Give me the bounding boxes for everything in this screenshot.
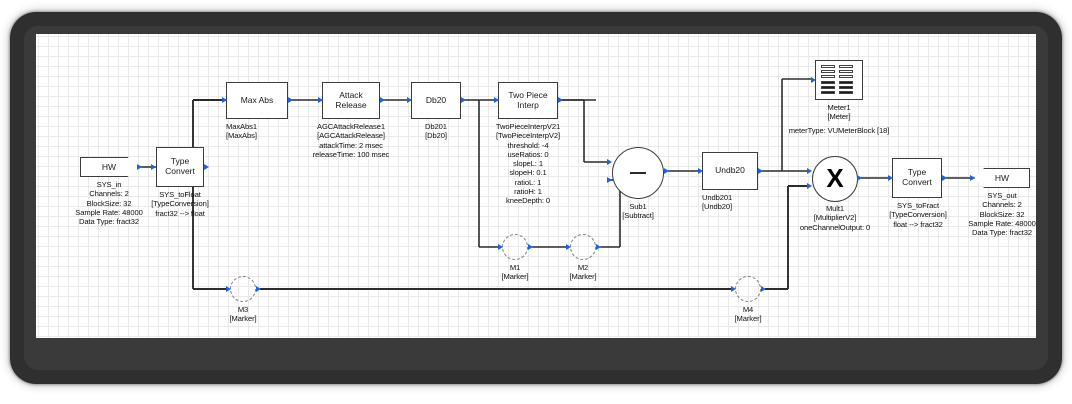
type-convert-out-label: Type Convert — [902, 167, 932, 187]
m1-shape[interactable] — [502, 234, 528, 260]
hw-out-shape[interactable]: HW — [974, 168, 1030, 188]
type-convert-in-caption: SYS_toFloat [TypeConversion] fract32 -->… — [151, 190, 209, 218]
max-abs-label: Max Abs — [240, 94, 274, 105]
two-piece-interp-output-port — [558, 96, 563, 103]
meter1-shape[interactable] — [815, 60, 863, 100]
two-piece-interp-label: Two Piece Interp — [508, 89, 548, 110]
two-piece-interp-shape[interactable]: Two Piece Interp — [498, 82, 558, 119]
hw-out-input-port — [970, 174, 975, 181]
m2-shape[interactable] — [570, 234, 596, 260]
sub1-input-port-a — [607, 158, 612, 165]
sub1-shape[interactable] — [612, 147, 664, 199]
max-abs-output-port — [288, 96, 293, 103]
hw-in-shape[interactable]: HW — [80, 157, 138, 177]
type-convert-out-shape[interactable]: Type Convert — [892, 158, 942, 198]
m1-output-port — [528, 243, 533, 250]
hw-in-caption: SYS_in Channels: 2 BlockSize: 32 Sample … — [75, 180, 143, 226]
type-convert-in-label: Type Convert — [165, 156, 195, 176]
db20-shape[interactable]: Db20 — [411, 82, 461, 119]
max-abs-shape[interactable]: Max Abs — [226, 82, 288, 119]
undb20-output-port — [758, 167, 763, 174]
db20-output-port — [461, 96, 466, 103]
m1-input-port — [498, 243, 503, 250]
undb20-shape[interactable]: Undb20 — [702, 152, 758, 190]
mult1-input-port-b — [807, 182, 812, 189]
sub1-input-port-b — [607, 176, 612, 183]
meter1-param-caption: meterType: VUMeterBlock [18] — [788, 126, 890, 135]
meter1-input-port — [811, 76, 816, 83]
hw-out-label: HW — [994, 173, 1010, 183]
max-abs-caption: MaxAbs1 [MaxAbs] — [226, 122, 257, 141]
attack-release-caption: AGCAttackRelease1 [AGCAttackRelease] att… — [312, 122, 390, 159]
max-abs-input-port — [222, 96, 227, 103]
m2-caption: M2 [Marker] — [569, 263, 597, 282]
hw-out-caption: SYS_out Channels: 2 BlockSize: 32 Sample… — [968, 191, 1036, 237]
type-convert-out-input-port — [888, 174, 893, 181]
type-convert-in-input-port — [151, 163, 156, 170]
db20-caption: Db201 [Db20] — [425, 122, 447, 141]
type-convert-in-output-port — [204, 163, 209, 170]
type-convert-out-caption: SYS_toFract [TypeConversion] float --> f… — [889, 201, 947, 229]
sub1-output-port — [664, 167, 669, 174]
m1-caption: M1 [Marker] — [501, 263, 529, 282]
m3-input-port — [226, 285, 231, 292]
mult1-input-port-a — [807, 167, 812, 174]
db20-input-port — [407, 96, 412, 103]
undb20-label: Undb20 — [715, 165, 745, 176]
hw-in-output-port — [137, 163, 142, 170]
m4-caption: M4 [Marker] — [734, 305, 762, 324]
type-convert-in-shape[interactable]: Type Convert — [156, 147, 204, 187]
minus-icon — [630, 172, 646, 174]
m4-output-port — [761, 285, 766, 292]
hw-in-label: HW — [101, 162, 117, 172]
vu-meter-icon — [821, 65, 857, 95]
two-piece-interp-caption: TwoPieceInterpV21 [TwoPieceInterpV2] thr… — [495, 122, 561, 205]
two-piece-interp-input-port — [494, 96, 499, 103]
sub1-caption: Sub1 [Subtract] — [622, 202, 654, 221]
m3-output-port — [256, 285, 261, 292]
attack-release-label: Attack Release — [335, 89, 367, 110]
type-convert-out-output-port — [942, 174, 947, 181]
m4-shape[interactable] — [735, 276, 761, 302]
m3-caption: M3 [Marker] — [229, 305, 257, 324]
mult1-caption: Mult1 [MultiplierV2] oneChannelOutput: 0 — [799, 204, 871, 232]
undb20-caption: Undb201 [Undb20] — [702, 193, 733, 212]
attack-release-input-port — [318, 96, 323, 103]
attack-release-shape[interactable]: Attack Release — [322, 82, 380, 119]
multiply-icon: X — [826, 163, 844, 193]
m4-input-port — [731, 285, 736, 292]
db20-label: Db20 — [425, 94, 447, 105]
m3-shape[interactable] — [230, 276, 256, 302]
mult1-output-port — [857, 174, 862, 181]
attack-release-output-port — [380, 96, 385, 103]
diagram-canvas[interactable]: HW SYS_in Channels: 2 BlockSize: 32 Samp… — [36, 34, 1036, 338]
mult1-shape[interactable]: X — [812, 156, 858, 202]
meter1-caption: Meter1 [Meter] — [827, 103, 851, 122]
undb20-input-port — [698, 167, 703, 174]
m2-output-port — [596, 243, 601, 250]
m2-input-port — [566, 243, 571, 250]
